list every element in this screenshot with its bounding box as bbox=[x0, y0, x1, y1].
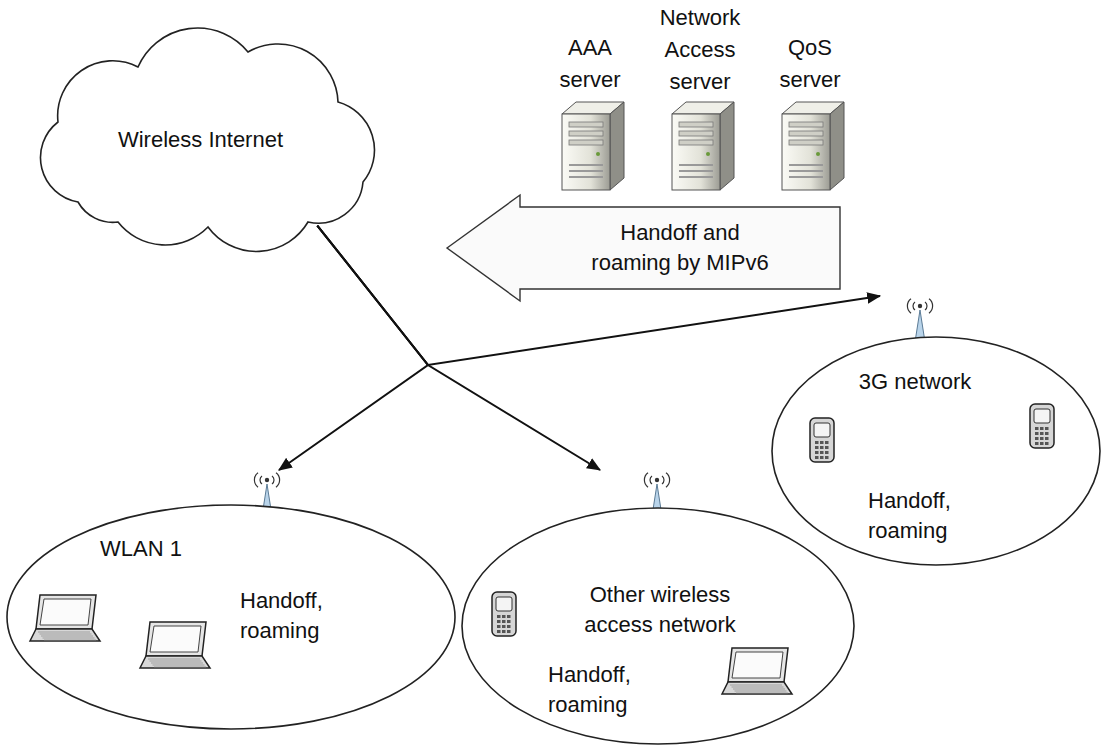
node-title: Other wireless access network bbox=[565, 580, 755, 640]
node-note: Handoff, roaming bbox=[240, 586, 360, 646]
server-icon bbox=[562, 102, 624, 190]
node-title: WLAN 1 bbox=[100, 534, 220, 564]
node-title: Handoff and roaming by MIPv6 bbox=[580, 218, 780, 278]
laptop-icon bbox=[140, 622, 210, 668]
server-label: AAA server bbox=[540, 32, 640, 96]
server-label: Network Access server bbox=[650, 2, 750, 98]
phone-icon bbox=[810, 418, 834, 462]
network-ellipse: WLAN 1 Handoff, roaming bbox=[5, 470, 457, 732]
phone-icon bbox=[1030, 404, 1054, 448]
node-note: Handoff, roaming bbox=[548, 660, 668, 720]
node-outline bbox=[5, 470, 457, 732]
laptop-icon bbox=[30, 595, 100, 641]
node-outline bbox=[460, 470, 856, 746]
cloud-node: Wireless Internet bbox=[18, 22, 383, 234]
node-note: Handoff, roaming bbox=[868, 486, 988, 546]
block-arrow: Handoff and roaming by MIPv6 bbox=[445, 193, 842, 303]
network-ellipse: Other wireless access networkHandoff, ro… bbox=[460, 470, 856, 746]
laptop-icon bbox=[722, 648, 792, 694]
node-outline bbox=[445, 193, 842, 303]
server-icon bbox=[782, 102, 844, 190]
node-title: 3G network bbox=[815, 367, 1015, 397]
server-label: QoS server bbox=[760, 32, 860, 96]
network-ellipse: 3G networkHandoff, roaming bbox=[768, 296, 1104, 568]
network-link bbox=[279, 226, 428, 470]
node-title: Wireless Internet bbox=[58, 125, 343, 155]
server-icon bbox=[672, 102, 734, 190]
phone-icon bbox=[492, 592, 516, 636]
antenna-icon bbox=[907, 299, 932, 342]
